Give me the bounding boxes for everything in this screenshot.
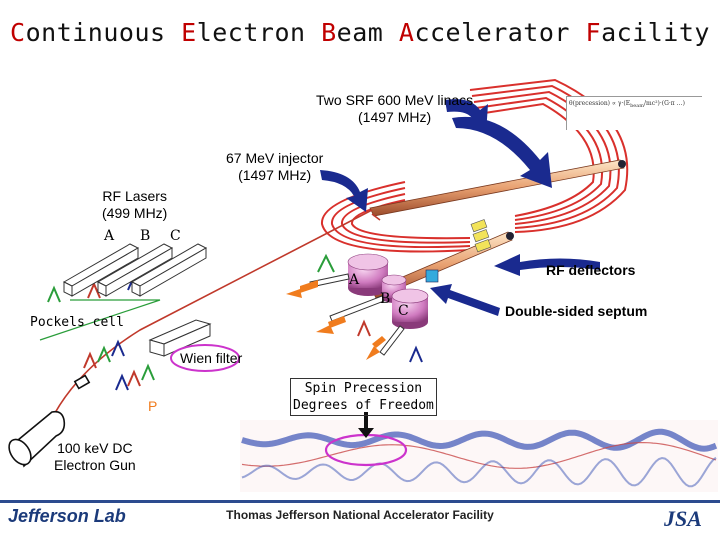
title-word: Electron (181, 18, 306, 47)
laser-b-label: B (140, 228, 151, 244)
laser-c-label: C (170, 228, 181, 244)
formula-box: θ(precession) ∝ γ·(Ebeam/mc²)·(G·π …) (566, 96, 702, 130)
hall-c (391, 288, 429, 329)
spin-waveform (240, 420, 718, 492)
wien-highlight-circle (170, 344, 240, 372)
laser-beams (39, 299, 161, 341)
hall-b-label: B (380, 291, 391, 307)
hall-a-label: A (349, 272, 360, 288)
pockels-cell-label: Pockels cell (30, 315, 124, 330)
hall-beamlines (309, 273, 405, 356)
pointer-arrow-icon (320, 99, 552, 212)
injector-label: 67 MeV injector(1497 MHz) (226, 150, 324, 183)
jefferson-lab-logo: Jefferson Lab (8, 506, 126, 526)
beam-arrow-icon (286, 280, 386, 360)
hall-a (347, 253, 389, 296)
hall-c-label: C (398, 303, 409, 319)
rf-deflectors (470, 219, 600, 276)
p-label: P (148, 398, 158, 414)
footer-organization: Thomas Jefferson National Accelerator Fa… (226, 508, 494, 522)
septum-label: Double-sided septum (505, 303, 648, 319)
rf-lasers-label: RF Lasers(499 MHz) (102, 188, 168, 221)
linacs-label: Two SRF 600 MeV linacs(1497 MHz) (316, 92, 474, 125)
laser-a-label: A (104, 228, 115, 244)
accelerator-diagram: θ(precession) ∝ γ·(Ebeam/mc²)·(G·π …) (8, 78, 718, 492)
rf-deflectors-label: RF deflectors (546, 262, 636, 278)
rf-lasers (62, 243, 208, 297)
recirculation-arcs-left (320, 181, 471, 253)
footer-rule (0, 500, 720, 503)
electron-gun (8, 374, 91, 468)
title-word: Continuous (10, 18, 166, 47)
double-sided-septum (425, 269, 500, 316)
jsa-logo: JSA (664, 506, 702, 531)
title-word: Accelerator (398, 18, 570, 47)
wien-filter-label: Wien filter (180, 350, 243, 366)
page-title: Continuous Electron Beam Accelerator Fac… (0, 18, 720, 47)
spin-arrow-icon (47, 253, 423, 391)
wien-filter (148, 319, 212, 357)
pointer-arrow-icon (358, 412, 374, 438)
title-word: Facility (585, 18, 710, 47)
title-word: Beam (321, 18, 384, 47)
